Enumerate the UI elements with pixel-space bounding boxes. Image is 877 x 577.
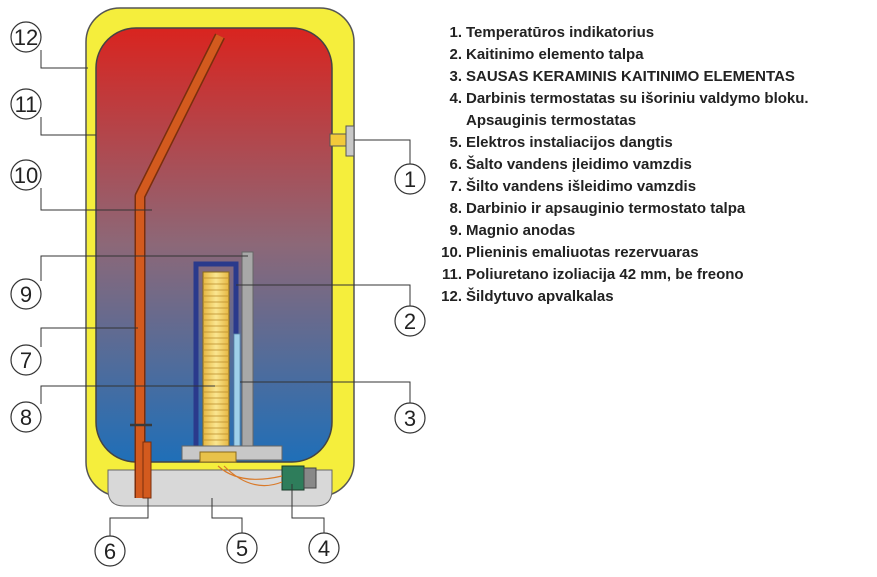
- wiring: [217, 465, 283, 487]
- callout-number: 10: [14, 163, 38, 188]
- element-base: [199, 451, 237, 463]
- callout-number: 2: [404, 309, 416, 334]
- legend-item: 8.Darbinio ir apsauginio termostato talp…: [418, 198, 809, 220]
- legend-item: 2.Kaitinimo elemento talpa: [418, 44, 809, 66]
- legend-text: Šilto vandens išleidimo vamzdis: [466, 178, 697, 195]
- callout-circle: [10, 401, 42, 433]
- legend-number: 12.: [441, 288, 462, 305]
- legend-number: 7.: [449, 178, 462, 195]
- legend-number: 3.: [449, 68, 462, 85]
- legend-item: Apsauginis termostatas: [418, 110, 809, 132]
- leader-line: [236, 284, 411, 306]
- leader-line: [40, 50, 88, 69]
- legend-text: Elektros instaliacijos dangtis: [466, 134, 673, 151]
- leader-line: [40, 255, 248, 281]
- legend-text: Šalto vandens įleidimo vamzdis: [466, 156, 692, 173]
- legend-text: Apsauginis termostatas: [466, 112, 637, 129]
- leader-line: [40, 327, 138, 347]
- legend-text: Plieninis emaliuotas rezervuaras: [466, 244, 699, 261]
- legend-text: Darbinio ir apsauginio termostato talpa: [466, 200, 746, 217]
- control-knob: [303, 467, 317, 489]
- thermostat-tube: [233, 333, 241, 453]
- ceramic-heating-element: [202, 271, 230, 459]
- callout-circle: [10, 88, 42, 120]
- legend-item: 11.Poliuretano izoliacija 42 mm, be freo…: [418, 264, 809, 286]
- leader-line: [40, 117, 96, 136]
- legend-number: 10.: [441, 244, 462, 261]
- leader-line: [40, 385, 215, 404]
- leader-line: [109, 498, 149, 536]
- legend-item: 1.Temperatūros indikatorius: [418, 22, 809, 44]
- magnesium-anode: [241, 251, 254, 459]
- callout-circle: [394, 402, 426, 434]
- electrical-cover: [107, 469, 333, 507]
- legend-item: 10.Plieninis emaliuotas rezervuaras: [418, 242, 809, 264]
- legend-text: Poliuretano izoliacija 42 mm, be freono: [466, 266, 744, 283]
- legend-number: 8.: [449, 200, 462, 217]
- legend-text: Temperatūros indikatorius: [466, 24, 655, 41]
- legend-item: 12.Šildytuvo apvalkalas: [418, 286, 809, 308]
- callout-circle: [10, 278, 42, 310]
- legend-text: Magnio anodas: [466, 222, 576, 239]
- callout-circle: [226, 532, 258, 564]
- callout-number: 1: [404, 167, 416, 192]
- temperature-indicator: [329, 133, 349, 147]
- callout-number: 9: [20, 282, 32, 307]
- callout-circle: [10, 21, 42, 53]
- callout-circle: [394, 305, 426, 337]
- legend-number: 2.: [449, 46, 462, 63]
- callout-number: 11: [15, 92, 38, 117]
- legend-number: 6.: [449, 156, 462, 173]
- callout-number: 4: [318, 536, 330, 561]
- leader-line: [240, 381, 411, 403]
- leader-line: [291, 484, 325, 533]
- callout-circle: [308, 532, 340, 564]
- leader-line: [211, 498, 243, 533]
- legend-text: Šildytuvo apvalkalas: [466, 288, 614, 305]
- legend-number: 4.: [449, 90, 462, 107]
- callout-circle: [10, 344, 42, 376]
- callout-number: 6: [104, 539, 116, 564]
- legend-item: 7.Šilto vandens išleidimo vamzdis: [418, 176, 809, 198]
- callout-number: 8: [20, 405, 32, 430]
- callout-number: 3: [404, 406, 416, 431]
- callout-number: 7: [20, 348, 32, 373]
- temperature-indicator-stem: [345, 125, 355, 157]
- callout-circle: [10, 159, 42, 191]
- legend-text: Darbinis termostatas su išoriniu valdymo…: [466, 90, 809, 107]
- leader-line: [40, 188, 152, 211]
- legend-item: 4.Darbinis termostatas su išoriniu valdy…: [418, 88, 809, 110]
- callout-circle: [94, 535, 126, 567]
- callout-number: 5: [236, 536, 248, 561]
- legend-item: 5.Elektros instaliacijos dangtis: [418, 132, 809, 154]
- legend-item: 6.Šalto vandens įleidimo vamzdis: [418, 154, 809, 176]
- legend-text: SAUSAS KERAMINIS KAITINIMO ELEMENTAS: [466, 68, 795, 85]
- cold-water-pipe: [142, 441, 152, 499]
- legend-number: 1.: [449, 24, 462, 41]
- callout-circle: [394, 163, 426, 195]
- callout-number: 12: [14, 25, 38, 50]
- leader-lines: [40, 50, 411, 536]
- legend-number: 9.: [449, 222, 462, 239]
- control-unit: [281, 465, 305, 491]
- leader-line: [354, 139, 411, 164]
- hot-water-pipe-fill: [136, 34, 224, 498]
- legend-number: 5.: [449, 134, 462, 151]
- legend-number: 11.: [441, 266, 462, 283]
- legend-text: Kaitinimo elemento talpa: [466, 46, 644, 63]
- legend-item: 3.SAUSAS KERAMINIS KAITINIMO ELEMENTAS: [418, 66, 809, 88]
- legend-item: 9.Magnio anodas: [418, 220, 809, 242]
